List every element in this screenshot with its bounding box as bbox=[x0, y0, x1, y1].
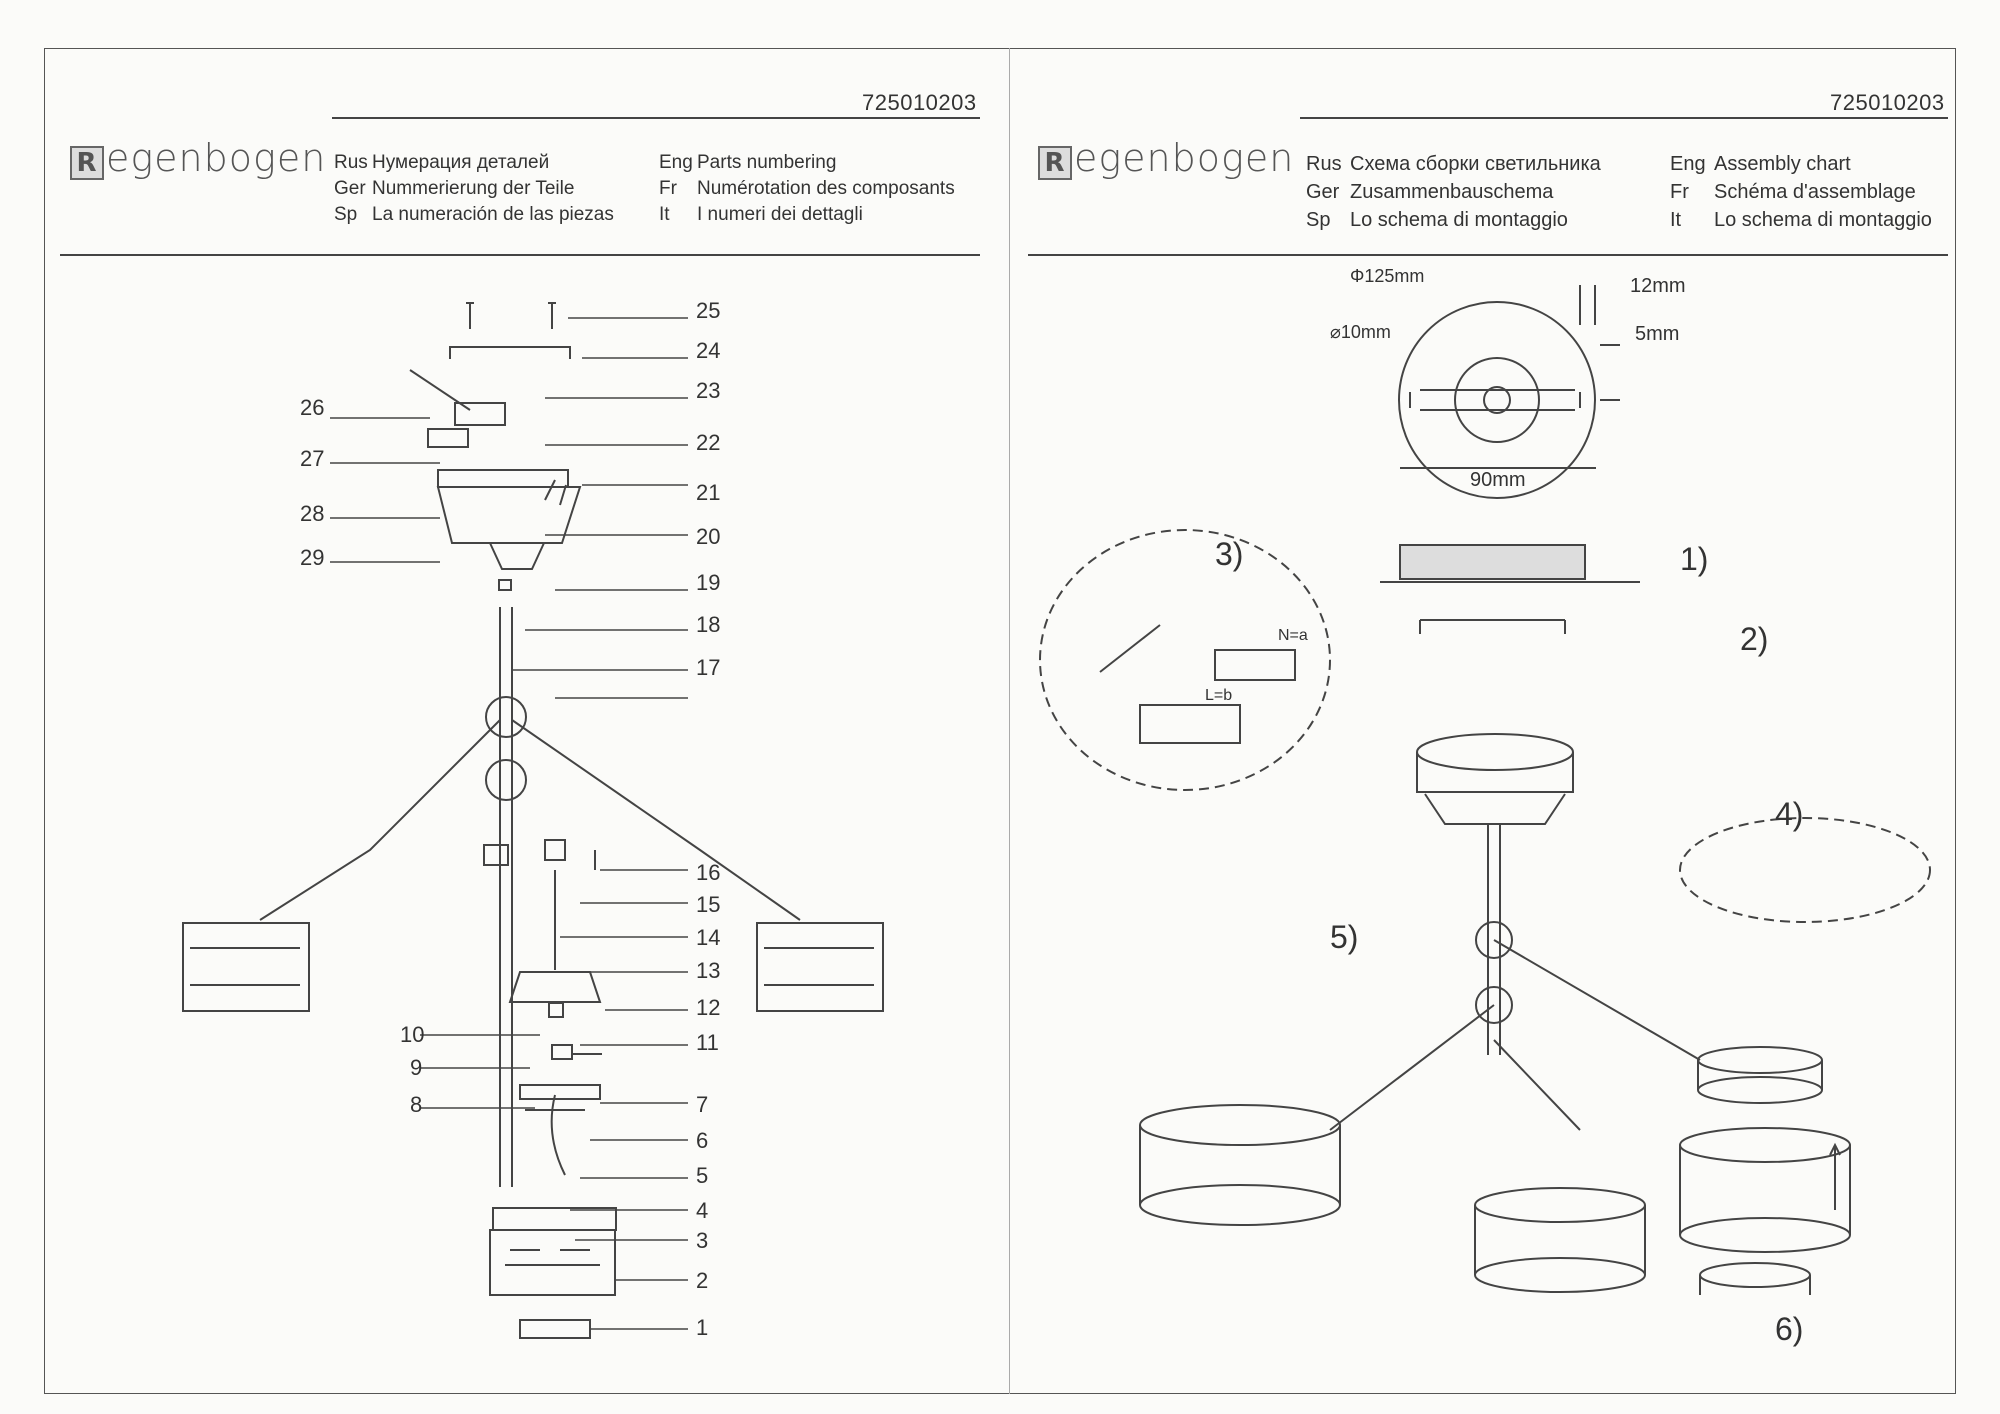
part-number-14: 14 bbox=[696, 925, 720, 950]
part-number-19: 19 bbox=[696, 570, 720, 595]
step-label-2: 2) bbox=[1740, 621, 1768, 657]
part-number-29: 29 bbox=[300, 545, 324, 570]
part-number-17: 17 bbox=[696, 655, 720, 680]
right-header-rule bbox=[1300, 117, 1948, 119]
page-frame bbox=[44, 48, 1956, 1394]
part-number-12: 12 bbox=[696, 995, 720, 1020]
part-number-10: 10 bbox=[400, 1022, 424, 1047]
left-doc-number: 725010203 bbox=[862, 90, 977, 115]
part-number-15: 15 bbox=[696, 892, 720, 917]
right-brand-name: egenbogen bbox=[1074, 136, 1295, 180]
part-number-5: 5 bbox=[696, 1163, 708, 1188]
part-number-27: 27 bbox=[300, 446, 324, 471]
part-number-21: 21 bbox=[696, 480, 720, 505]
page-fold bbox=[1009, 48, 1010, 1394]
wiring-live: L=b bbox=[1205, 687, 1232, 704]
part-number-25: 25 bbox=[696, 298, 720, 323]
dim-depth: 12mm bbox=[1630, 275, 1686, 297]
part-number-3: 3 bbox=[696, 1228, 708, 1253]
right-doc-number: 725010203 bbox=[1830, 90, 1945, 115]
part-number-28: 28 bbox=[300, 501, 324, 526]
part-number-22: 22 bbox=[696, 430, 720, 455]
part-number-1: 1 bbox=[696, 1315, 708, 1340]
part-number-8: 8 bbox=[410, 1092, 422, 1117]
part-number-26: 26 bbox=[300, 395, 324, 420]
part-number-11: 11 bbox=[696, 1030, 719, 1055]
left-brand-name: egenbogen bbox=[106, 136, 327, 180]
step-label-1: 1) bbox=[1680, 541, 1708, 577]
logo-mark-icon: R bbox=[1038, 146, 1072, 180]
part-number-6: 6 bbox=[696, 1128, 708, 1153]
dim-spacing: 90mm bbox=[1470, 469, 1526, 491]
step-label-5: 5) bbox=[1330, 919, 1358, 955]
part-number-2: 2 bbox=[696, 1268, 708, 1293]
dim-hole: ⌀10mm bbox=[1330, 322, 1391, 342]
part-number-23: 23 bbox=[696, 378, 720, 403]
right-divider bbox=[1028, 254, 1948, 256]
left-header-rule bbox=[332, 117, 980, 119]
part-number-9: 9 bbox=[410, 1055, 422, 1080]
dim-slot: 5mm bbox=[1635, 323, 1679, 345]
wiring-neutral: N=a bbox=[1278, 627, 1308, 644]
step-label-3: 3) bbox=[1215, 536, 1243, 572]
left-divider bbox=[60, 254, 980, 256]
step-label-4: 4) bbox=[1775, 796, 1803, 832]
part-number-7: 7 bbox=[696, 1092, 708, 1117]
part-number-20: 20 bbox=[696, 524, 720, 549]
dim-diameter: Φ125mm bbox=[1350, 266, 1424, 286]
part-number-16: 16 bbox=[696, 860, 720, 885]
logo-mark-icon: R bbox=[70, 146, 104, 180]
part-number-4: 4 bbox=[696, 1198, 708, 1223]
part-number-24: 24 bbox=[696, 338, 720, 363]
step-label-6: 6) bbox=[1775, 1311, 1803, 1347]
part-number-18: 18 bbox=[696, 612, 720, 637]
part-number-13: 13 bbox=[696, 958, 720, 983]
